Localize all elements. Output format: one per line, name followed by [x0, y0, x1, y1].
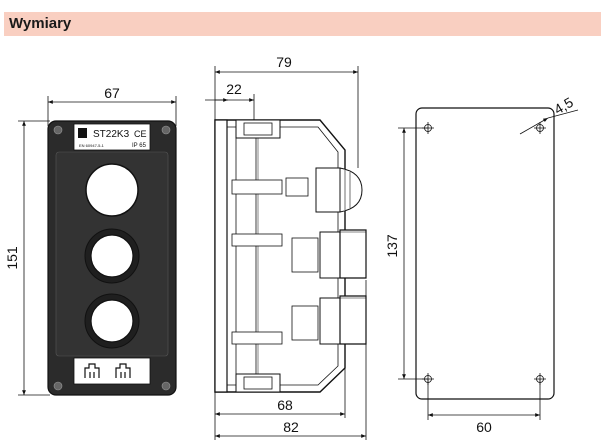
back-width-dimension: 60 [476, 419, 492, 435]
ce-mark: CE [134, 129, 147, 139]
front-width-dimension: 67 [104, 85, 120, 101]
back-view: 4,5 137 60 [384, 94, 579, 435]
actuator-middle [231, 229, 367, 279]
enclosure-back [415, 107, 555, 400]
wiring-symbols [84, 363, 131, 378]
brand-logo [78, 128, 87, 138]
hole-diameter-dimension: 4,5 [551, 94, 576, 118]
actuator-bottom [231, 295, 367, 345]
side-inner-dimension: 68 [277, 397, 293, 413]
base-plate [214, 119, 228, 393]
symbol-label [73, 357, 151, 385]
model-text: ST22K3 [93, 129, 130, 140]
actuator-top [231, 167, 363, 213]
front-height-dimension: 151 [4, 246, 20, 270]
ip-rating-text: IP 65 [132, 143, 147, 149]
back-height-dimension: 137 [384, 234, 400, 258]
side-offset-dimension: 22 [226, 81, 242, 97]
front-view: 67 151 ST22K3 CE EN 60947-5-1 IP 65 [4, 85, 177, 396]
button-top [85, 163, 139, 217]
side-view: 79 22 [205, 54, 367, 440]
section-title: Wymiary [9, 15, 72, 32]
side-overall-dimension: 79 [276, 54, 292, 70]
side-total-dimension: 82 [283, 419, 299, 435]
button-middle [84, 228, 140, 284]
corner-screws [53, 125, 171, 391]
button-bottom [84, 293, 140, 349]
standard-text: EN 60947-5-1 [79, 143, 105, 148]
section-header: Wymiary [4, 12, 601, 36]
